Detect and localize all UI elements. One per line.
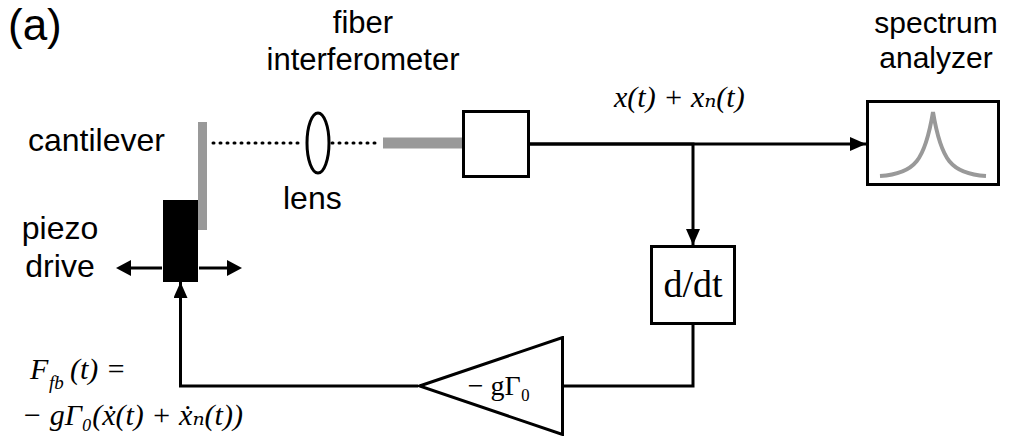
part-name: lens — [283, 180, 342, 217]
amplifier-triangle: − gΓ₀ — [418, 336, 564, 436]
optical-fiber — [383, 138, 462, 149]
drive-arrowhead — [116, 260, 131, 276]
node-text: d/dt — [663, 264, 722, 306]
signal-name: F — [30, 352, 48, 387]
node-heading: fiber interferometer — [243, 5, 483, 78]
laser-beam — [213, 142, 304, 145]
feedback-formula: − gΓ₀(ẋ(t) + ẋₙ(t)) — [22, 398, 243, 433]
cantilever-beam — [198, 122, 207, 230]
drive-arrowhead — [227, 260, 242, 276]
drive-arrow — [128, 267, 162, 270]
signal-wire — [530, 144, 693, 245]
panel-letter: (a) — [8, 0, 62, 51]
laser-beam — [332, 142, 380, 145]
node-heading: piezo drive — [8, 210, 112, 286]
amplifier-outline — [420, 338, 563, 435]
signal-wire — [181, 282, 419, 386]
lens-symbol — [307, 113, 329, 173]
node-heading: spectrum analyzer — [860, 5, 1012, 76]
node-text: − gΓ₀ — [468, 371, 531, 402]
signal-name: (t) = — [70, 352, 126, 387]
part-name: cantilever — [28, 122, 165, 159]
signal-wire — [564, 325, 693, 386]
piezo-actuator: piezo drive — [163, 200, 198, 282]
drive-arrow — [199, 267, 230, 270]
interferometer-box: fiber interferometer — [462, 110, 530, 178]
signal-label: x(t) + xₙ(t) — [612, 80, 747, 115]
signal-subscript: fb — [49, 372, 64, 394]
differentiator-box: d/dt — [650, 245, 736, 325]
resonance-peak — [880, 112, 986, 176]
spectrum-analyzer: spectrum analyzer — [866, 100, 1000, 186]
